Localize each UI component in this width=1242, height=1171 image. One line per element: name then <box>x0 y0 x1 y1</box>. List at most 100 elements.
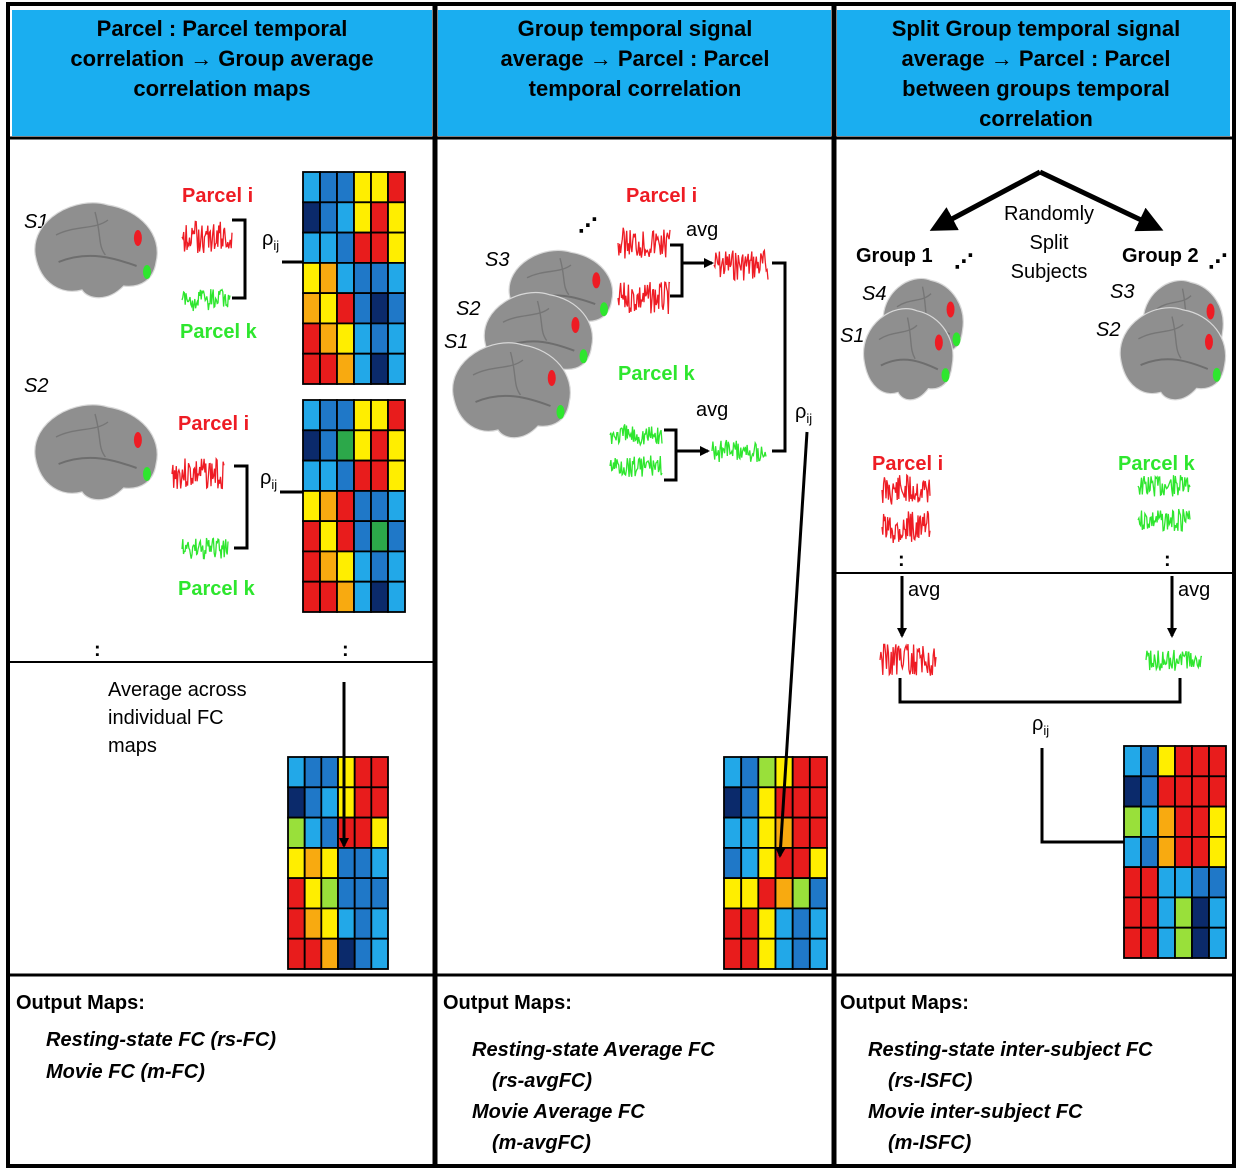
panel1-note-line1: Average across <box>108 679 247 701</box>
panel3-parcel-i: Parcel i <box>872 453 943 475</box>
panel2-subjects: S3 S2 S1 ⋰ <box>444 215 614 439</box>
signal-red <box>881 510 931 543</box>
panel3-split-line1: Randomly <box>1004 203 1094 225</box>
panel3-avg-right: avg <box>1178 579 1210 601</box>
panel2-header-line3: temporal correlation <box>529 76 742 101</box>
panel2-output-2: (rs-avgFC) <box>492 1070 592 1092</box>
panel3-header-line4: correlation <box>979 106 1093 131</box>
panel1-output-2: Movie FC (m-FC) <box>46 1061 205 1083</box>
panel3-rho: ρij <box>1032 713 1049 738</box>
fc-matrix <box>302 399 406 613</box>
signal-green <box>181 537 229 560</box>
panel1-s2-rho: ρij <box>260 467 277 492</box>
panel2-output-3: Movie Average FC <box>472 1101 645 1123</box>
panel1-subject2: S2 Parcel i Parcel k ρij <box>24 375 406 613</box>
panel2-ellipsis: ⋰ <box>578 215 598 237</box>
brain-icon <box>1119 307 1227 401</box>
panel2-output-1: Resting-state Average FC <box>472 1039 715 1061</box>
panel3-ellipsis-right: : <box>1164 549 1171 571</box>
frame <box>6 2 1236 1168</box>
signal-green-average <box>1145 649 1202 672</box>
panel2-subject-s3: S3 <box>485 249 509 271</box>
panel1-note-line2: individual FC <box>108 707 224 729</box>
panel3-split-line2: Split <box>1030 232 1069 254</box>
panel1-subject1: S1 Parcel i Parcel k ρij <box>24 171 406 385</box>
panel3-header-line1: Split Group temporal signal <box>892 16 1180 41</box>
signal-red-average <box>879 643 937 677</box>
panel3-group2-dots: ⋰ <box>1208 251 1228 273</box>
panel3-split: Randomly Split Subjects <box>929 169 1164 283</box>
panel3-group1-dots: ⋰ <box>954 251 974 273</box>
panel2-header-line2: average → Parcel : Parcel <box>500 46 769 71</box>
panel3-output-title: Output Maps: <box>840 992 969 1014</box>
panel1-header-bg <box>12 10 432 136</box>
signal-green <box>1137 474 1191 497</box>
panel1-ellipsis-right: : <box>342 639 349 661</box>
panel3-header-line2: average → Parcel : Parcel <box>901 46 1170 71</box>
panel3-output-4: (m-ISFC) <box>888 1132 972 1154</box>
panel3-split-line3: Subjects <box>1011 261 1088 283</box>
panel2-rho: ρij <box>795 401 812 426</box>
panel3-g1-s4: S4 <box>862 283 886 305</box>
panel1-header-line1: Parcel : Parcel temporal <box>97 16 348 41</box>
panel1-average-note: Average across individual FC maps <box>108 679 247 757</box>
panel1-s2-parcel-i: Parcel i <box>178 413 249 435</box>
panel1-header-line2: correlation → Group average <box>70 46 373 71</box>
panel2-outputs: Output Maps: Resting-state Average FC (r… <box>443 992 715 1154</box>
panel2-parcel-k: Parcel k <box>618 363 696 385</box>
panel1-subject2-label: S2 <box>24 375 48 397</box>
panel3-parcel-k: Parcel k <box>1118 453 1196 475</box>
signal-green <box>609 455 663 477</box>
signal-green <box>181 288 231 312</box>
panel2-avg-green: avg <box>696 399 728 421</box>
signal-red-average <box>713 248 769 282</box>
panel3-header: Split Group temporal signal average → Pa… <box>892 16 1180 131</box>
fc-matrix-average-signal <box>723 756 828 970</box>
panel3-group1: Group 1 ⋰ S4 S1 <box>840 245 974 401</box>
signal-green <box>609 424 663 447</box>
panel3-group1-label: Group 1 <box>856 245 933 267</box>
brain-icon <box>863 308 954 401</box>
signal-red <box>181 220 233 254</box>
signal-red <box>881 473 931 505</box>
panel3-header-line3: between groups temporal <box>902 76 1170 101</box>
panel2-header: Group temporal signal average → Parcel :… <box>500 16 769 101</box>
panel1-header: Parcel : Parcel temporal correlation → G… <box>70 16 373 101</box>
brain-icon <box>452 342 571 439</box>
brain-icon <box>34 202 158 299</box>
panel1-s2-parcel-k: Parcel k <box>178 578 256 600</box>
panel2-output-title: Output Maps: <box>443 992 572 1014</box>
signal-red <box>171 457 225 490</box>
panel1-output-1: Resting-state FC (rs-FC) <box>46 1029 276 1051</box>
panel3-g1-s1: S1 <box>840 325 864 347</box>
panel1-output-title: Output Maps: <box>16 992 145 1014</box>
panel3-output-1: Resting-state inter-subject FC <box>868 1039 1153 1061</box>
header-backgrounds <box>12 10 1230 136</box>
signal-green <box>1137 508 1191 532</box>
panel2-subject-s1: S1 <box>444 331 468 353</box>
panel2-avg-red: avg <box>686 219 718 241</box>
panel2-header-bg <box>438 10 831 136</box>
panel1-outputs: Output Maps: Resting-state FC (rs-FC) Mo… <box>16 992 276 1083</box>
fc-matrix-group-average <box>287 756 389 970</box>
signal-red <box>617 227 671 259</box>
panel2-header-line1: Group temporal signal <box>518 16 753 41</box>
panel3-output-3: Movie inter-subject FC <box>868 1101 1083 1123</box>
signal-green-average <box>711 439 767 463</box>
panel3-output-2: (rs-ISFC) <box>888 1070 973 1092</box>
panel1-s1-rho: ρij <box>262 228 279 253</box>
panel3-g2-s2: S2 <box>1096 319 1120 341</box>
panel2-output-4: (m-avgFC) <box>492 1132 591 1154</box>
panel3-g2-s3: S3 <box>1110 281 1134 303</box>
fc-matrix <box>302 171 406 385</box>
fc-matrix-isfc <box>1123 745 1227 959</box>
panel3-avg-left: avg <box>908 579 940 601</box>
panel3-outputs: Output Maps: Resting-state inter-subject… <box>840 992 1153 1154</box>
panel1-s1-parcel-k: Parcel k <box>180 321 258 343</box>
panel1-note-line3: maps <box>108 735 157 757</box>
signal-red <box>617 281 671 315</box>
panel2-subject-s2: S2 <box>456 298 480 320</box>
panel3-header-bg <box>837 10 1230 136</box>
brain-icon <box>34 404 158 501</box>
